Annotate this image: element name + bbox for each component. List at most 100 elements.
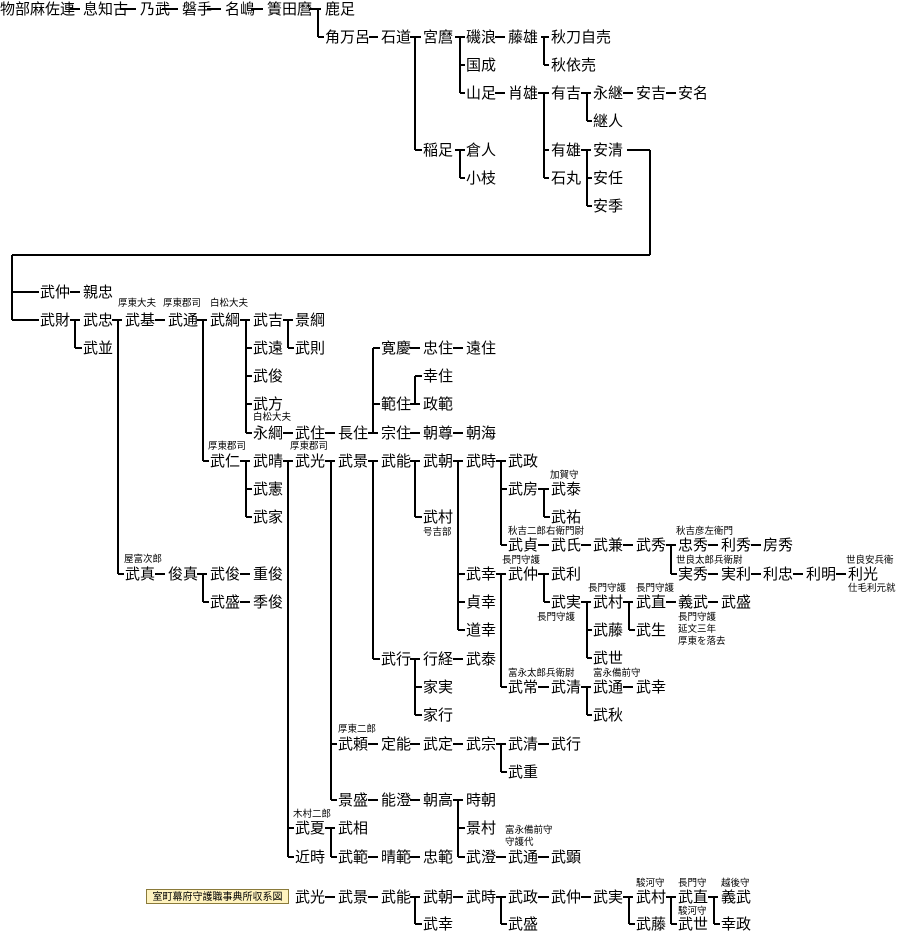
person-node: 武範 — [338, 848, 369, 866]
person-node: 晴範 — [381, 848, 412, 866]
person-node: 義武 — [721, 888, 752, 906]
title-note: 木村二郎 — [293, 809, 332, 820]
person-node: 利光 — [848, 565, 879, 583]
title-note: 富永備前守 — [505, 825, 553, 836]
title-note: 加賀守 — [550, 470, 579, 481]
person-node: 息知古 — [83, 0, 129, 18]
person-node: 道幸 — [466, 621, 497, 639]
person-node: 時朝 — [466, 791, 497, 809]
person-node: 武重 — [508, 763, 539, 781]
person-node: 武憲 — [253, 480, 284, 498]
person-node: 武幸 — [466, 565, 497, 583]
title-note: 守護代 — [505, 837, 534, 848]
person-node: 武幸 — [423, 915, 454, 933]
person-node: 有吉 — [551, 84, 582, 102]
person-node: 武世 — [678, 915, 709, 933]
person-node: 武宗 — [466, 735, 497, 753]
person-node: 重俊 — [253, 565, 284, 583]
person-node: 武吉 — [253, 311, 284, 329]
person-node: 武俊 — [253, 367, 284, 385]
person-node: 武村 — [593, 593, 624, 611]
person-node: 長住 — [338, 424, 369, 442]
person-node: 宗住 — [381, 424, 412, 442]
person-node: 武盛 — [721, 593, 752, 611]
person-node: 貞幸 — [466, 593, 497, 611]
person-node: 武直 — [678, 888, 709, 906]
title-note: 富永備前守 — [593, 668, 641, 679]
person-node: 武綱 — [210, 311, 241, 329]
person-node: 武真 — [125, 565, 156, 583]
person-node: 武行 — [381, 650, 412, 668]
person-node: 武頼 — [338, 735, 369, 753]
person-node: 実利 — [721, 565, 752, 583]
title-note: 厚東郡司 — [290, 441, 329, 452]
person-node: 景盛 — [338, 791, 369, 809]
person-node: 武則 — [295, 339, 326, 357]
person-node: 継人 — [593, 112, 624, 130]
person-node: 政範 — [423, 395, 454, 413]
title-note: 厚東郡司 — [163, 298, 202, 309]
person-node: 安清 — [593, 141, 624, 159]
title-note: 駿河守 — [678, 906, 707, 917]
person-node: 乃武 — [140, 0, 171, 18]
person-node: 永綱 — [253, 424, 284, 442]
person-node: 俊真 — [168, 565, 199, 583]
person-node: 武村 — [423, 508, 454, 526]
person-node: 武幸 — [636, 678, 667, 696]
person-node: 山足 — [466, 84, 497, 102]
title-note: 厚東大夫 — [118, 298, 157, 309]
person-node: 武秀 — [636, 536, 667, 554]
person-node: 武朝 — [423, 452, 454, 470]
person-node: 角万呂 — [325, 28, 371, 46]
person-node: 武氏 — [551, 536, 582, 554]
person-node: 武世 — [593, 649, 624, 667]
person-node: 永継 — [593, 84, 624, 102]
person-node: 武能 — [381, 452, 412, 470]
person-node: 武行 — [551, 735, 582, 753]
person-node: 武通 — [508, 848, 539, 866]
title-note: 白松大夫 — [253, 412, 292, 423]
person-node: 秋依売 — [551, 56, 597, 74]
person-node: 石丸 — [551, 169, 582, 187]
person-node: 武基 — [125, 311, 156, 329]
person-node: 遠住 — [466, 339, 497, 357]
person-node: 名嶋 — [225, 0, 256, 18]
title-note: 長門守護 — [678, 612, 717, 623]
person-node: 武兼 — [593, 536, 624, 554]
person-node: 範住 — [381, 395, 412, 413]
person-node: 武能 — [381, 888, 412, 906]
person-node: 安吉 — [636, 84, 667, 102]
person-node: 武忠 — [83, 311, 114, 329]
person-node: 安季 — [593, 197, 624, 215]
person-node: 武利 — [551, 565, 582, 583]
person-node: 能澄 — [381, 791, 412, 809]
person-node: 忠秀 — [678, 536, 709, 554]
person-node: 武俊 — [210, 565, 241, 583]
person-node: 利忠 — [763, 565, 794, 583]
person-node: 武実 — [551, 593, 582, 611]
person-node: 忠範 — [423, 848, 454, 866]
person-node: 武藤 — [636, 915, 667, 933]
person-node: 武晴 — [253, 452, 284, 470]
person-node: 武方 — [253, 395, 284, 413]
title-note: 長門守護 — [636, 583, 675, 594]
title-note: 富永太郎兵衛尉 — [508, 668, 575, 679]
person-node: 国成 — [466, 56, 497, 74]
person-node: 武夏 — [295, 819, 326, 837]
person-node: 武生 — [636, 621, 667, 639]
title-note: 世良安兵衛 — [846, 555, 894, 566]
title-note: 延文三年 — [678, 624, 717, 635]
person-node: 近時 — [295, 848, 326, 866]
person-node: 磯浪 — [466, 28, 497, 46]
person-node: 安任 — [593, 169, 624, 187]
person-node: 景村 — [466, 819, 497, 837]
person-node: 武清 — [551, 678, 582, 696]
person-node: 武並 — [83, 339, 114, 357]
title-note: 厚東二郎 — [338, 724, 377, 735]
title-note: 長門守護 — [588, 583, 627, 594]
person-node: 武相 — [338, 819, 369, 837]
person-node: 武時 — [466, 888, 497, 906]
title-note: 駿河守 — [636, 878, 665, 889]
person-node: 武仁 — [210, 452, 241, 470]
